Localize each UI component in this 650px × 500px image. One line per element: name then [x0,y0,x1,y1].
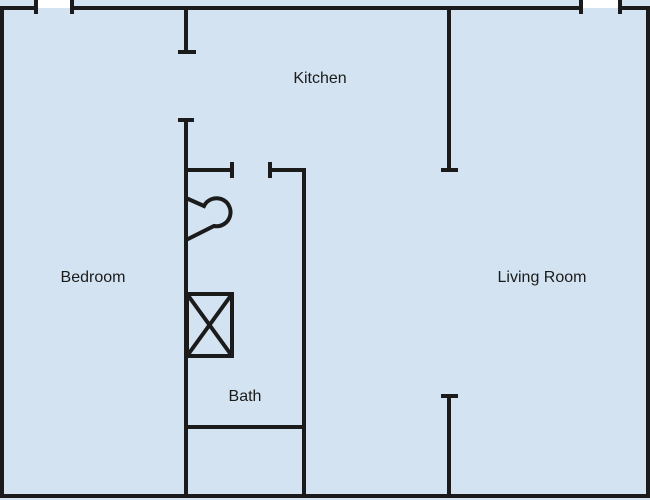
room-label-bath: Bath [229,388,262,405]
shower-icon [185,292,234,358]
toilet-bowl-outline [185,196,233,242]
top-window-gap-left [36,0,72,8]
shower-cross-2 [185,292,234,358]
shower-frame [185,292,234,358]
toilet-icon [185,196,233,242]
top-window-gap-right [581,0,620,8]
room-label-bedroom: Bedroom [61,269,126,286]
room-label-living-room: Living Room [498,269,587,286]
room-label-kitchen: Kitchen [293,70,346,87]
